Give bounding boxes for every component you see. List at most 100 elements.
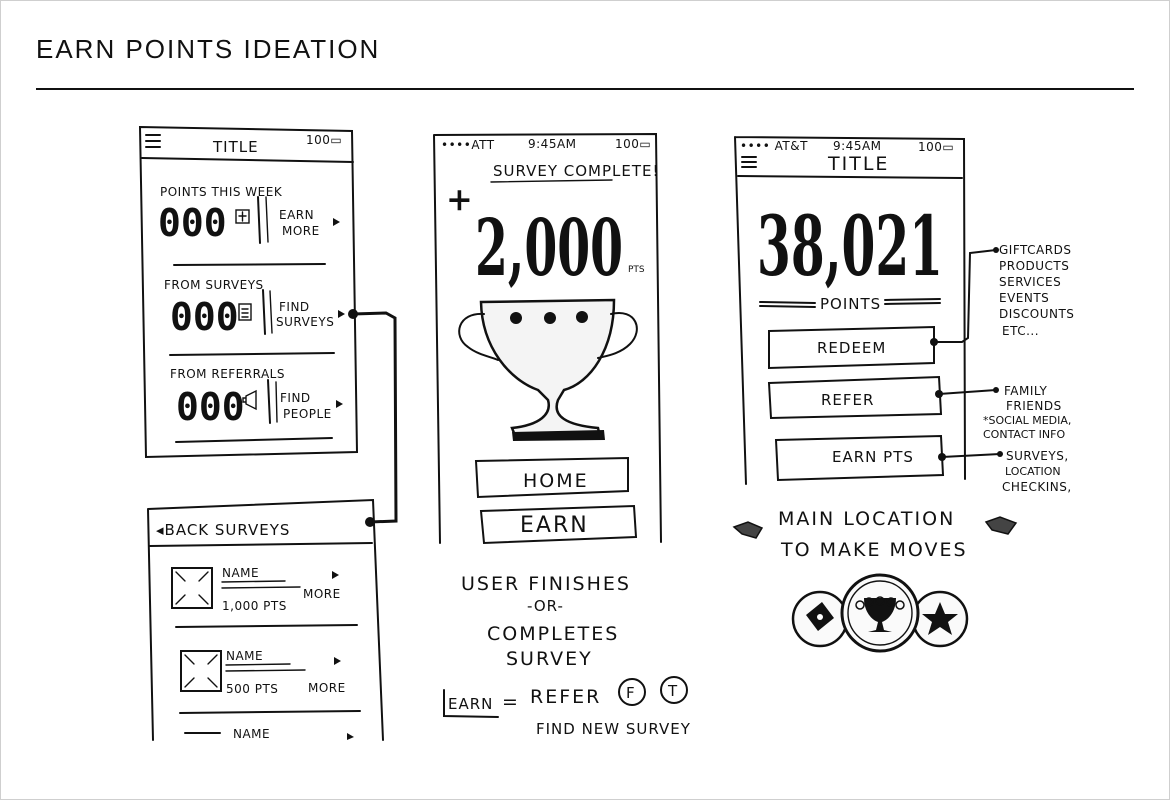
find-people-line1[interactable]: FIND: [280, 391, 311, 405]
survey-item-points: 500 PTS: [226, 682, 278, 696]
survey-item-points: 1,000 PTS: [222, 599, 287, 613]
hamburger-menu-icon: [741, 156, 757, 168]
surveys-label: FROM SURVEYS: [164, 278, 264, 292]
find-surveys-line1[interactable]: FIND: [279, 300, 310, 314]
surveys-header[interactable]: ◂BACK SURVEYS: [156, 521, 290, 539]
document-icon: [238, 303, 252, 321]
redeem-connector: [933, 249, 997, 343]
annotation-line: LOCATION: [1005, 465, 1061, 478]
note-line: TO MAKE MOVES: [780, 539, 968, 561]
earn-pts-button-label: EARN PTS: [832, 448, 914, 466]
note-line: -OR-: [527, 597, 564, 615]
connector-dot: [997, 451, 1003, 457]
survey-item-1[interactable]: NAME 1,000 PTS MORE: [171, 566, 341, 613]
phone-2-note: USER FINISHES -OR- COMPLETES SURVEY EARN…: [443, 573, 691, 738]
facebook-icon: [618, 678, 646, 706]
home-button-label: HOME: [523, 470, 589, 492]
annotation-line: FRIENDS: [1006, 399, 1062, 413]
chevron-right-icon[interactable]: [334, 657, 341, 665]
survey-item-more[interactable]: MORE: [303, 587, 341, 601]
phone-3-wireframe: •••• AT&T 9:45AM 100▭ TITLE 38,021 POINT…: [734, 136, 966, 485]
earn-button[interactable]: EARN: [479, 504, 638, 545]
refer-annotation: FAMILY FRIENDS *SOCIAL MEDIA, CONTACT IN…: [983, 384, 1071, 441]
note-line: SURVEY: [506, 648, 593, 670]
referrals-label: FROM REFERRALS: [170, 367, 285, 381]
redeem-button-label: REDEEM: [817, 339, 886, 357]
annotation-line: EVENTS: [999, 291, 1049, 305]
phone-3-note: MAIN LOCATION TO MAKE MOVES: [732, 508, 1018, 561]
flow-connector: [351, 311, 398, 524]
annotation-line: DISCOUNTS: [999, 307, 1074, 321]
refer-connector: [938, 389, 997, 395]
survey-item-3[interactable]: NAME: [184, 727, 354, 741]
star-badge-icon: [911, 590, 969, 648]
earn-more-line1[interactable]: EARN: [279, 208, 314, 222]
earn-pts-button[interactable]: EARN PTS: [774, 434, 945, 482]
phone-1-wireframe: TITLE 100▭ POINTS THIS WEEK 000 EARN MOR…: [138, 125, 359, 459]
refer-button-label: REFER: [821, 391, 874, 409]
annotation-line: SURVEYS,: [1006, 449, 1069, 463]
connector-dot: [935, 390, 943, 398]
phone-2-wireframe: ••••ATT 9:45AM 100▭ SURVEY COMPLETE! + 2…: [433, 132, 662, 545]
annotation-line: FAMILY: [1004, 384, 1047, 398]
connector-dot: [938, 453, 946, 461]
find-new-survey-label: FIND NEW SURVEY: [536, 720, 691, 738]
page-title: EARN POINTS IDEATION: [36, 34, 381, 64]
note-line: USER FINISHES: [461, 573, 631, 595]
chevron-right-icon[interactable]: [347, 733, 354, 740]
status-time: 9:45AM: [528, 137, 577, 151]
find-people-arrow-icon[interactable]: [336, 400, 343, 408]
find-surveys-arrow-icon[interactable]: [338, 310, 345, 318]
surveys-phone-wireframe: ◂BACK SURVEYS NAME 1,000 PTS MORE NAME 5…: [147, 498, 384, 741]
home-button[interactable]: HOME: [474, 456, 629, 499]
image-placeholder-icon: [180, 650, 222, 692]
connector-dot: [365, 517, 375, 527]
connector-dot: [930, 338, 938, 346]
checkered-flag-icon: [984, 516, 1018, 535]
earn-more-line2[interactable]: MORE: [282, 224, 320, 238]
status-time: 9:45AM: [833, 139, 882, 153]
survey-item-name: NAME: [226, 649, 263, 663]
annotation-line: CHECKINS,: [1002, 480, 1072, 494]
status-battery: 100▭: [918, 140, 954, 154]
note-line: COMPLETES: [487, 623, 619, 645]
redeem-button[interactable]: REDEEM: [768, 325, 935, 370]
earn-label: EARN: [448, 695, 493, 713]
phone-1-battery: 100▭: [306, 133, 342, 147]
find-surveys-line2[interactable]: SURVEYS: [276, 315, 334, 329]
trophy-icon: [458, 298, 638, 441]
survey-item-2[interactable]: NAME 500 PTS MORE: [180, 649, 346, 696]
title-divider: [36, 88, 1134, 90]
equals-sign: =: [502, 691, 520, 713]
badge-cluster: [791, 573, 969, 653]
twitter-letter: T: [667, 682, 678, 700]
annotation-line: SERVICES: [999, 275, 1061, 289]
status-carrier: ••••ATT: [441, 138, 495, 152]
total-points: 38,021: [757, 199, 943, 295]
chevron-right-icon[interactable]: [332, 571, 339, 579]
ticket-badge-icon: [791, 590, 849, 648]
referrals-value: 000: [176, 385, 245, 429]
trophy-badge-icon: [840, 573, 920, 653]
megaphone-icon: [242, 389, 257, 411]
points-label: POINTS: [820, 295, 881, 313]
find-people-line2[interactable]: PEOPLE: [283, 407, 332, 421]
facebook-letter: F: [626, 684, 636, 702]
surveys-value: 000: [170, 295, 239, 339]
annotation-line: *SOCIAL MEDIA,: [983, 414, 1071, 427]
twitter-icon: [660, 676, 688, 704]
earn-more-arrow-icon[interactable]: [333, 218, 340, 226]
redeem-annotation: GIFTCARDS PRODUCTS SERVICES EVENTS DISCO…: [999, 243, 1074, 338]
survey-complete-heading: SURVEY COMPLETE!: [493, 162, 660, 180]
week-label: POINTS THIS WEEK: [160, 185, 283, 199]
refer-button[interactable]: REFER: [767, 375, 943, 420]
status-battery: 100▭: [615, 137, 651, 151]
plus-sign: +: [446, 180, 473, 218]
image-placeholder-icon: [171, 567, 213, 609]
survey-item-more[interactable]: MORE: [308, 681, 346, 695]
annotation-line: PRODUCTS: [999, 259, 1069, 273]
plus-box-icon: [235, 209, 250, 224]
annotation-line: CONTACT INFO: [983, 428, 1065, 441]
refer-label: REFER: [530, 686, 601, 708]
